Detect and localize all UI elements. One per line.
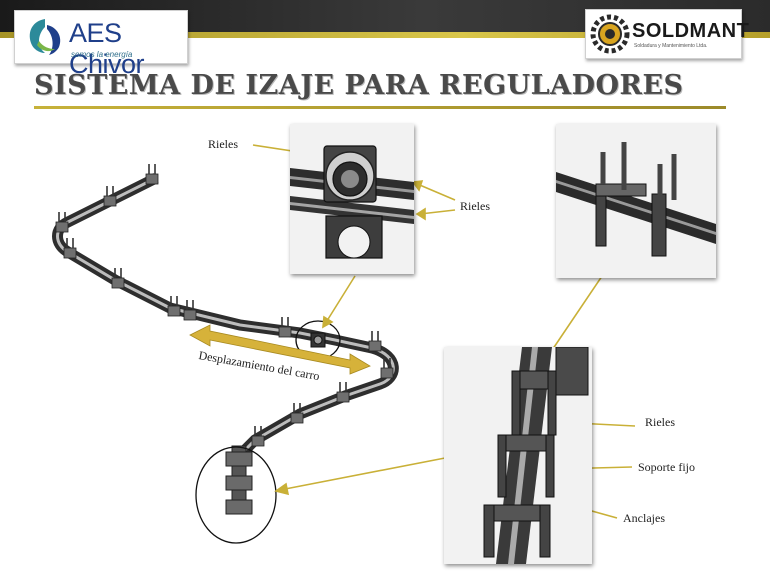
page-title: SISTEMA DE IZAJE PARA REGULADORES: [34, 70, 684, 101]
detail-panel-anchors: [444, 346, 592, 564]
aes-brand-text: AES Chivor: [69, 18, 145, 79]
title-underline: [34, 106, 726, 109]
label-rieles-top-right: Rieles: [460, 199, 490, 213]
soldmant-subtitle: Soldadura y Mantenimiento Ltda.: [634, 43, 708, 49]
header-accent-stripe: [0, 32, 770, 38]
label-rieles-top-left: Rieles: [208, 137, 238, 151]
label-anclajes: Anclajes: [623, 511, 665, 525]
anchor-closeup-drawing: [444, 346, 592, 564]
carriage-closeup-drawing: [290, 124, 414, 274]
detail-panel-support: [556, 124, 716, 278]
soldmant-brand-text: SOLDMANT: [632, 20, 750, 42]
soldmant-gear-icon: [590, 14, 630, 54]
aes-swirl-icon: [29, 19, 61, 55]
carriage: [310, 332, 326, 348]
label-rieles-detail: Rieles: [645, 415, 675, 429]
aes-tagline: somos la energía: [71, 50, 133, 59]
label-soporte-fijo: Soporte fijo: [638, 460, 695, 474]
anchor-highlight-ellipse: [195, 446, 277, 544]
hanging-section: [225, 445, 253, 515]
support-closeup-drawing: [556, 124, 716, 278]
aes-chivor-logo: AES Chivor somos la energía: [14, 10, 188, 79]
soldmant-logo: SOLDMANT Soldadura y Mantenimiento Ltda.: [585, 9, 749, 59]
detail-panel-carriage: [290, 124, 414, 274]
displacement-arrow: [189, 324, 371, 375]
